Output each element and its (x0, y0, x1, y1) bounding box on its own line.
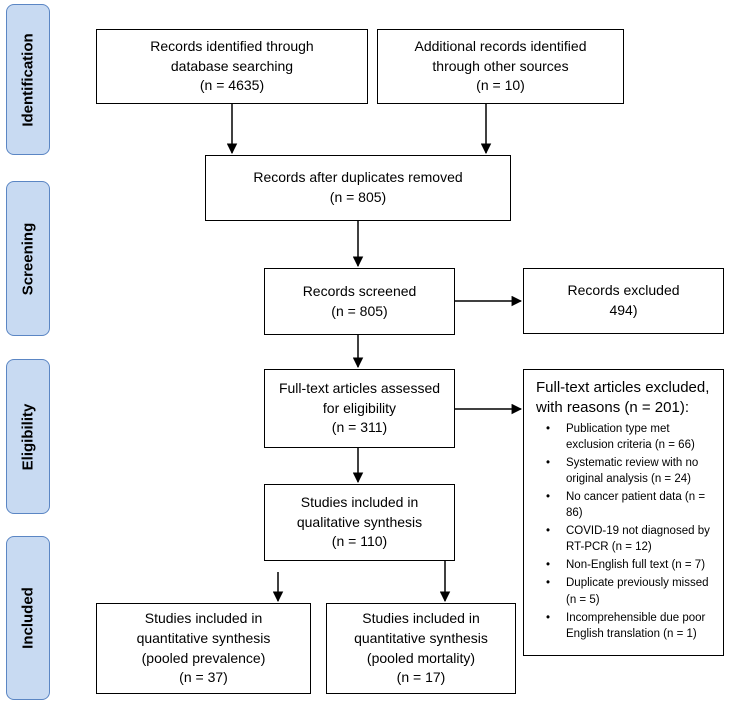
exclusion-reason: Duplicate previously missed (n = 5) (546, 575, 715, 607)
stage-included: Included (6, 536, 50, 700)
exclusion-reason: Systematic review with no original analy… (546, 455, 715, 487)
box-duplicates-removed: Records after duplicates removed (n = 80… (205, 155, 511, 221)
excluded-heading-line1: Full-text articles excluded, (536, 379, 710, 396)
exclusion-reason: Publication type met exclusion criteria … (546, 421, 715, 453)
box-qualitative-synthesis: Studies included in qualitative synthesi… (264, 484, 455, 561)
exclusion-reason: Incomprehensible due poor English transl… (546, 610, 715, 642)
box-records-excluded: Records excluded 494) (523, 268, 724, 334)
exclusion-reason: Non-English full text (n = 7) (546, 557, 715, 573)
box-database-records: Records identified through database sear… (96, 29, 368, 104)
box-records-screened: Records screened (n = 805) (264, 268, 455, 335)
box-fulltext-assessed: Full-text articles assessed for eligibil… (264, 369, 455, 448)
excluded-heading-line2: with reasons (n = 201): (536, 398, 689, 416)
exclusion-reason: COVID-19 not diagnosed by RT-PCR (n = 12… (546, 523, 715, 555)
box-quantitative-mortality: Studies included in quantitative synthes… (326, 603, 516, 694)
stage-screening: Screening (6, 181, 50, 336)
stage-identification: Identification (6, 4, 50, 155)
exclusion-reasons-list: Publication type met exclusion criteria … (536, 421, 715, 642)
stage-eligibility: Eligibility (6, 359, 50, 514)
box-other-sources: Additional records identified through ot… (377, 29, 624, 104)
exclusion-reason: No cancer patient data (n = 86) (546, 489, 715, 521)
box-fulltext-excluded: Full-text articles excluded, with reason… (523, 369, 724, 656)
box-quantitative-prevalence: Studies included in quantitative synthes… (96, 603, 311, 694)
